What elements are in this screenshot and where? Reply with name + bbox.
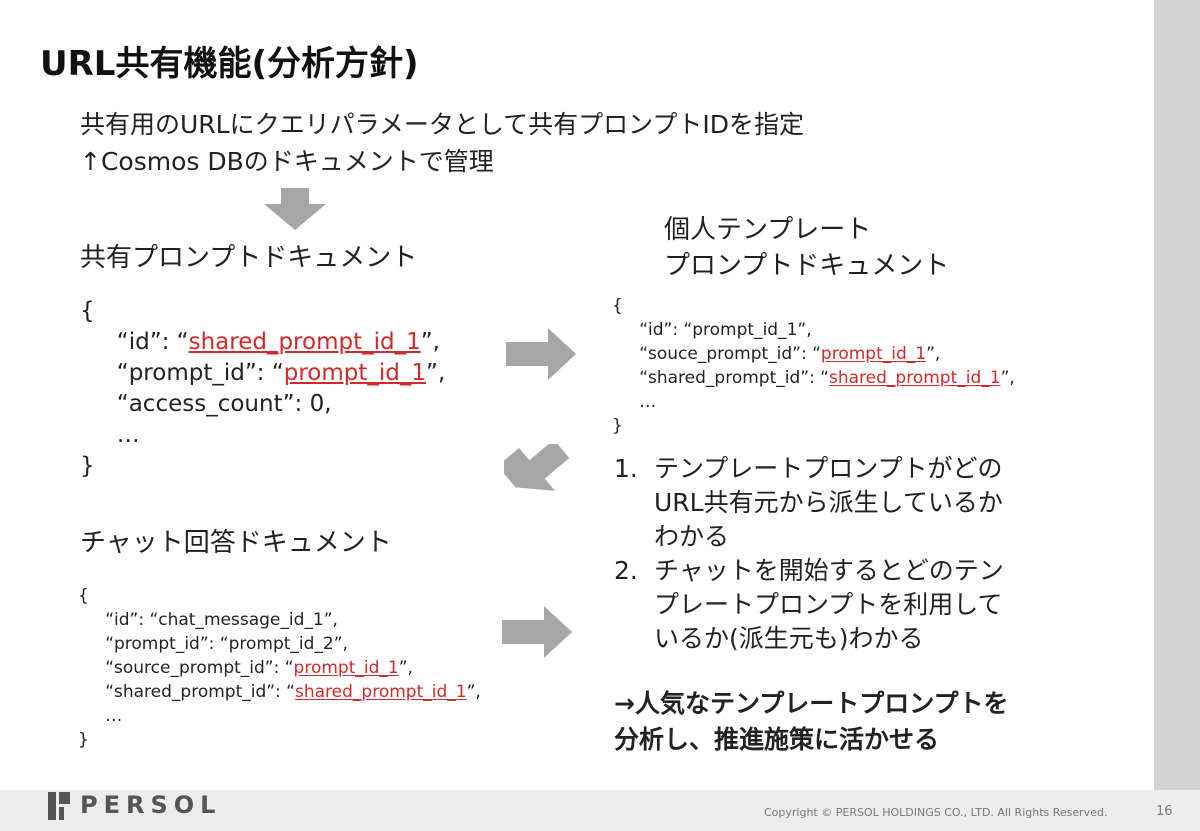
code-punct: ”, [398, 658, 413, 678]
lead-text: 共有用のURLにクエリパラメータとして共有プロンプトIDを指定 ↑Cosmos … [80, 106, 804, 180]
chat-doc-code: { “id”: “chat_message_id_1”, “prompt_id”… [78, 584, 481, 752]
persol-logo-text: PERSOL [80, 791, 222, 819]
code-brace-close: } [612, 416, 623, 436]
code-punct: ”, [466, 682, 481, 702]
list-line: URL共有元から派生しているか [654, 488, 1003, 517]
code-line-access-count: “access_count”: 0, [116, 391, 332, 417]
template-doc-code: { “id”: “prompt_id_1”, “souce_prompt_id”… [612, 294, 1015, 438]
code-punct: ”, [1000, 368, 1015, 388]
lead-line-1: 共有用のURLにクエリパラメータとして共有プロンプトIDを指定 [80, 110, 804, 139]
list-line: プレートプロンプトを利用して [654, 590, 1003, 619]
code-ellipsis: … [116, 422, 140, 448]
conclusion-line-2: 分析し、推進施策に活かせる [614, 725, 940, 754]
code-value-highlight: shared_prompt_id_1 [295, 682, 467, 702]
code-punct: ”, [420, 329, 440, 355]
list-item: 1. テンプレートプロンプトがどの URL共有元から派生しているか わかる [614, 452, 1004, 554]
code-ellipsis: … [639, 392, 657, 412]
lead-line-2: ↑Cosmos DBのドキュメントで管理 [80, 147, 494, 176]
code-brace-open: { [78, 586, 89, 606]
code-line-source-prompt-id: “source_prompt_id”: “prompt_id_1”, [78, 656, 481, 680]
code-punct: ”, [926, 344, 941, 364]
template-heading-line-1: 個人テンプレート [664, 215, 872, 245]
code-key: “shared_prompt_id”: “ [639, 368, 829, 388]
list-item: 2. チャットを開始するとどのテン プレートプロンプトを利用して いるか(派生元… [614, 554, 1004, 656]
diagonal-down-left-arrow-icon [504, 444, 570, 491]
code-value-highlight: prompt_id_1 [293, 658, 399, 678]
right-side-band [1154, 0, 1200, 790]
template-heading-line-2: プロンプトドキュメント [664, 251, 950, 281]
slide-title: URL共有機能(分析方針) [40, 44, 419, 84]
code-key: “prompt_id”: “ [116, 360, 284, 386]
list-number: 1. [614, 454, 638, 483]
code-value-highlight: shared_prompt_id_1 [188, 329, 421, 355]
code-key: “shared_prompt_id”: “ [105, 682, 295, 702]
code-value-highlight: prompt_id_1 [283, 360, 427, 386]
code-line-id: “id”: “prompt_id_1”, [639, 320, 812, 340]
right-arrow-icon [506, 328, 576, 380]
code-brace-open: { [80, 298, 95, 324]
chat-doc-heading: チャット回答ドキュメント [80, 528, 392, 558]
code-line-source-prompt-id: “souce_prompt_id”: “prompt_id_1”, [612, 342, 1015, 366]
code-value-highlight: shared_prompt_id_1 [829, 368, 1001, 388]
right-arrow-icon [502, 606, 572, 658]
code-line-shared-prompt-id: “shared_prompt_id”: “shared_prompt_id_1”… [612, 366, 1015, 390]
code-line-prompt-id: “prompt_id”: “prompt_id_1”, [80, 358, 445, 389]
list-number: 2. [614, 556, 638, 585]
code-punct: ”, [426, 360, 446, 386]
copyright-text: Copyright © PERSOL HOLDINGS CO., LTD. Al… [764, 806, 1108, 819]
code-key: “source_prompt_id”: “ [105, 658, 294, 678]
conclusion: →人気なテンプレートプロンプトを 分析し、推進施策に活かせる [614, 686, 1008, 758]
code-brace-close: } [78, 730, 89, 750]
code-value-highlight: prompt_id_1 [820, 344, 927, 364]
list-line: チャットを開始するとどのテン [654, 556, 1004, 585]
code-line-shared-prompt-id: “shared_prompt_id”: “shared_prompt_id_1”… [78, 680, 481, 704]
list-line: テンプレートプロンプトがどの [654, 454, 1003, 483]
code-brace-close: } [80, 453, 95, 479]
list-line: わかる [654, 522, 730, 551]
down-arrow-icon [264, 188, 326, 230]
list-line: いるか(派生元も)わかる [654, 624, 924, 653]
persol-logo-icon [48, 792, 70, 820]
conclusion-line-1: →人気なテンプレートプロンプトを [614, 689, 1009, 718]
code-line-id: “id”: “shared_prompt_id_1”, [80, 327, 445, 358]
code-key: “souce_prompt_id”: “ [639, 344, 821, 364]
shared-doc-code: { “id”: “shared_prompt_id_1”, “prompt_id… [80, 296, 445, 482]
code-key: “id”: “ [116, 329, 189, 355]
points-list: 1. テンプレートプロンプトがどの URL共有元から派生しているか わかる 2.… [614, 452, 1004, 656]
code-ellipsis: … [105, 706, 123, 726]
page-number: 16 [1156, 804, 1173, 819]
template-doc-heading: 個人テンプレート プロンプトドキュメント [664, 212, 949, 284]
code-brace-open: { [612, 296, 623, 316]
code-line-id: “id”: “chat_message_id_1”, [105, 610, 338, 630]
code-line-prompt-id: “prompt_id”: “prompt_id_2”, [105, 634, 348, 654]
shared-doc-heading: 共有プロンプトドキュメント [80, 243, 418, 273]
footer-band [0, 790, 1200, 831]
